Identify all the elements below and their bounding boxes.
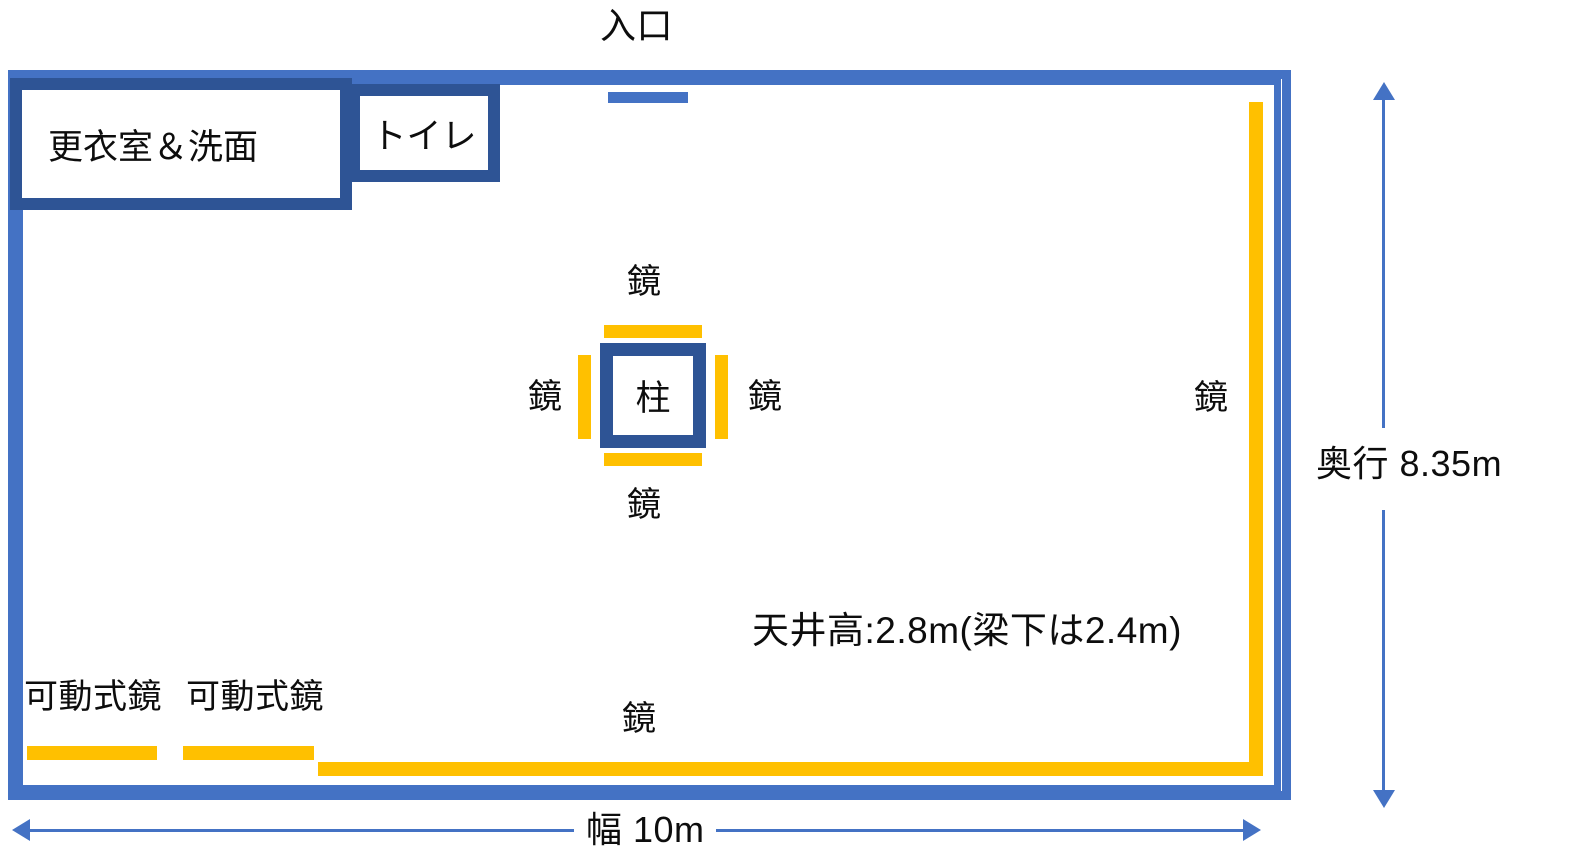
mirror-wall-right-label: 鏡	[1194, 379, 1229, 417]
toilet-room: トイレ	[348, 84, 500, 182]
width-arrow-right	[1243, 819, 1261, 841]
pillar: 柱	[600, 343, 706, 448]
ceiling-height-note: 天井高:2.8m(梁下は2.4m)	[752, 610, 1182, 651]
room-outer-wall	[8, 70, 1291, 800]
room-inner-wall	[16, 78, 1281, 792]
mirror-pillar-left-label: 鏡	[528, 378, 563, 416]
mirror-wall-right	[1249, 102, 1263, 774]
mirror-pillar-left	[578, 355, 591, 439]
movable-mirror-2-label: 可動式鏡	[186, 678, 324, 716]
depth-dimension-line-upper	[1382, 98, 1385, 428]
mirror-pillar-right	[715, 355, 728, 439]
movable-mirror-1-label: 可動式鏡	[24, 678, 162, 716]
mirror-pillar-right-label: 鏡	[748, 378, 783, 416]
width-dimension-label: 幅 10m	[586, 809, 705, 850]
movable-mirror-1	[27, 746, 157, 760]
depth-dimension-label: 奥行 8.35m	[1316, 443, 1503, 484]
mirror-wall-bottom	[318, 762, 1263, 776]
depth-dimension-line-lower	[1382, 510, 1385, 792]
mirror-pillar-bottom	[604, 453, 702, 466]
entrance-label: 入口	[600, 5, 674, 46]
pillar-label: 柱	[635, 379, 671, 418]
mirror-pillar-bottom-label: 鏡	[627, 486, 662, 524]
entrance-door-marker	[608, 92, 688, 103]
mirror-pillar-top-label: 鏡	[627, 263, 662, 301]
mirror-wall-bottom-label: 鏡	[622, 700, 657, 738]
width-arrow-left	[12, 819, 30, 841]
toilet-room-label: トイレ	[371, 116, 477, 156]
changing-room: 更衣室＆洗面	[10, 78, 352, 210]
mirror-pillar-top	[604, 325, 702, 338]
depth-arrow-top	[1373, 82, 1395, 100]
movable-mirror-2	[183, 746, 314, 760]
changing-room-label: 更衣室＆洗面	[48, 127, 259, 167]
width-dimension-line-right	[716, 829, 1243, 832]
depth-arrow-bottom	[1373, 790, 1395, 808]
width-dimension-line-left	[29, 829, 574, 832]
